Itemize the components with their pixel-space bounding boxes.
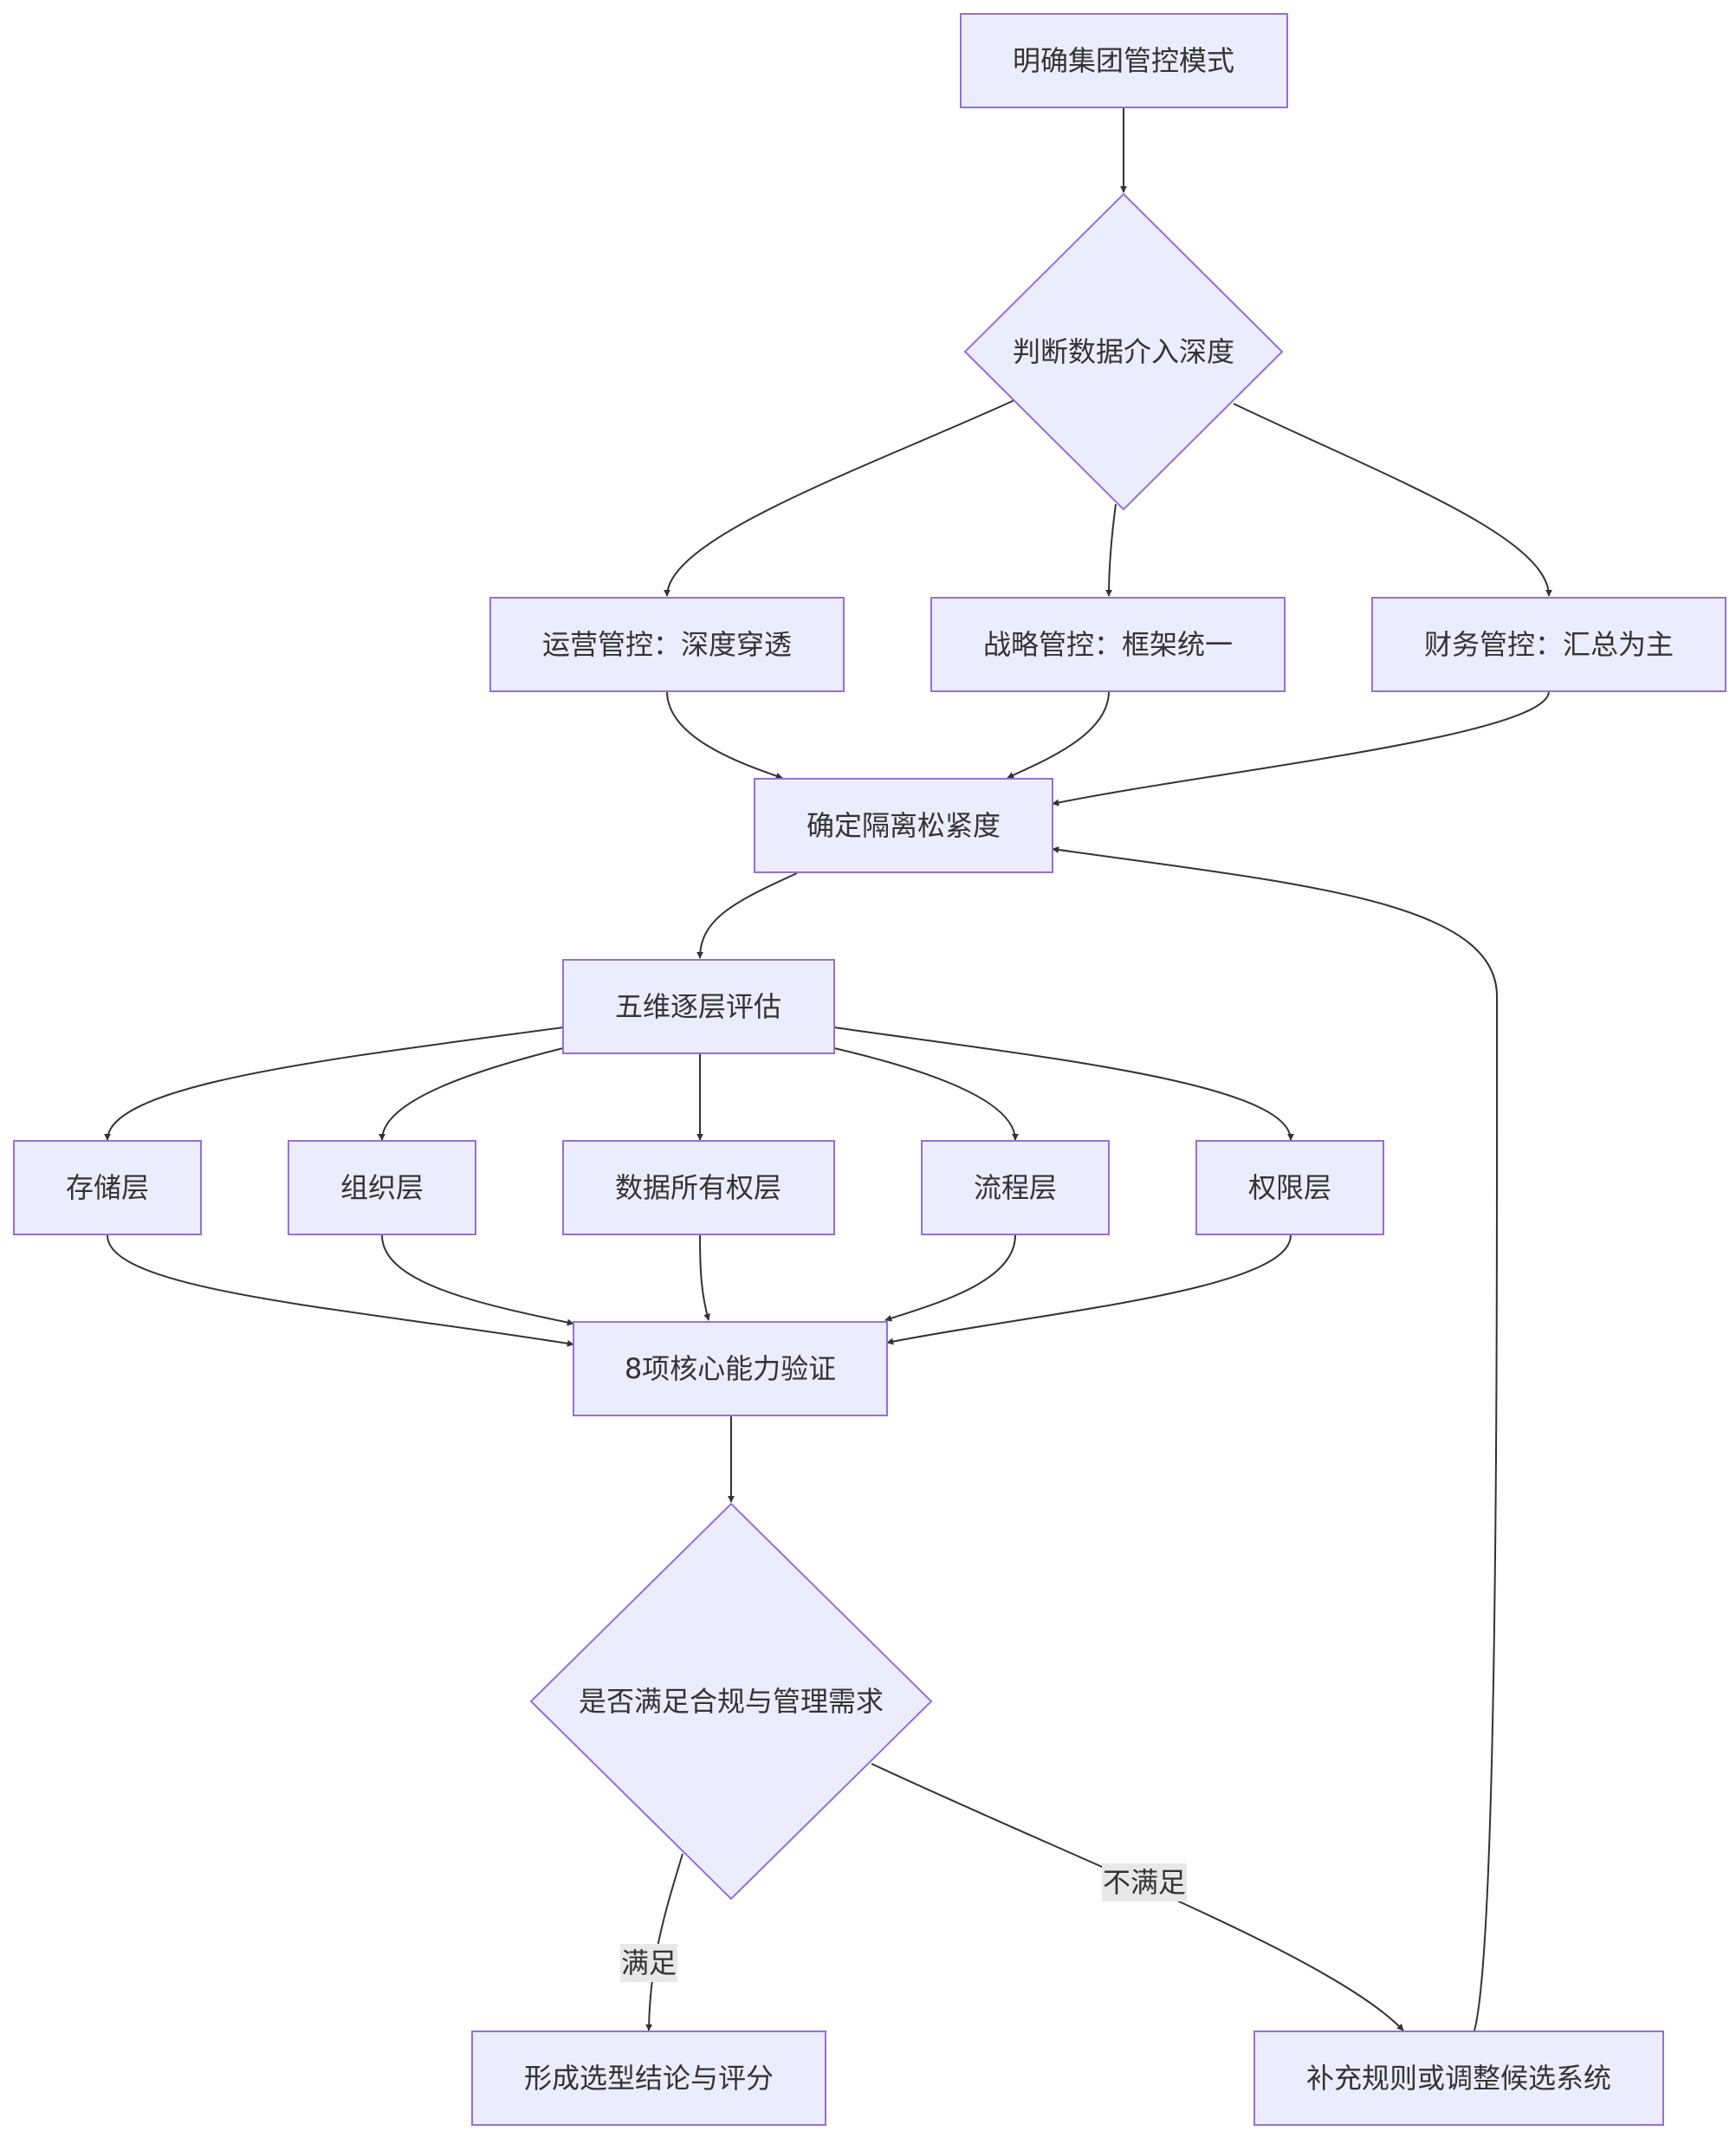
node-isolation-level: 确定隔离松紧度 [754,778,1053,873]
edge-n7-n12 [833,1027,1294,1141]
node-permission-layer: 权限层 [1195,1140,1384,1235]
edge-n8-n13 [107,1234,574,1347]
decision-data-depth: 判断数据介入深度 [963,192,1284,511]
node-strategic-control-label: 战略管控：框架统一 [983,628,1233,661]
node-define-control-mode: 明确集团管控模式 [960,13,1288,108]
node-storage-layer-label: 存储层 [66,1171,149,1204]
edge-label-yes: 满足 [620,1944,677,1982]
decision-data-depth-label: 判断数据介入深度 [1013,335,1234,368]
edge-n2-n5 [1233,403,1552,597]
edge-n4-n6 [1007,690,1110,779]
node-five-dimension-eval-label: 五维逐层评估 [615,990,781,1023]
edge-label-no-text: 不满足 [1103,1866,1186,1899]
node-core-capability-check-label: 8项核心能力验证 [625,1352,836,1385]
edge-n6-n7 [696,872,798,959]
node-process-layer: 流程层 [921,1140,1110,1235]
node-core-capability-check: 8项核心能力验证 [573,1321,888,1416]
edge-n11-n13 [884,1234,1016,1322]
node-selection-conclusion-label: 形成选型结论与评分 [524,2062,774,2095]
edge-n2-n4 [1105,503,1117,597]
edge-n14-n16 [871,1763,1404,2031]
node-storage-layer: 存储层 [13,1140,202,1235]
node-data-ownership-layer: 数据所有权层 [562,1140,835,1235]
decision-compliance-label: 是否满足合规与管理需求 [579,1685,884,1718]
edges [104,107,1552,2031]
edge-n16-n6 [1052,846,1499,2031]
node-adjust-candidates-label: 补充规则或调整候选系统 [1306,2062,1611,2095]
node-strategic-control: 战略管控：框架统一 [930,597,1286,692]
edge-n14-n15 [645,1853,683,2031]
edge-n7-n8 [104,1027,564,1141]
node-permission-layer-label: 权限层 [1248,1171,1331,1204]
edge-n5-n6 [1052,690,1550,806]
node-financial-control: 财务管控：汇总为主 [1371,597,1726,692]
edge-n12-n13 [886,1234,1292,1345]
node-define-control-mode-label: 明确集团管控模式 [1013,44,1234,77]
edge-n10-n13 [699,1234,710,1321]
edge-n9-n13 [381,1234,574,1326]
node-organization-layer: 组织层 [288,1140,476,1235]
edge-label-yes-text: 满足 [621,1946,677,1979]
node-organization-layer-label: 组织层 [340,1171,424,1204]
node-process-layer-label: 流程层 [974,1171,1057,1204]
decision-compliance: 是否满足合规与管理需求 [529,1502,933,1901]
node-five-dimension-eval: 五维逐层评估 [562,959,835,1054]
node-operational-control: 运营管控：深度穿透 [489,597,845,692]
edge-n2-n3 [664,399,1015,597]
node-adjust-candidates: 补充规则或调整候选系统 [1253,2031,1664,2126]
node-data-ownership-layer-label: 数据所有权层 [615,1171,781,1204]
edge-label-no: 不满足 [1102,1863,1187,1901]
node-selection-conclusion: 形成选型结论与评分 [471,2031,826,2126]
edge-n7-n11 [833,1047,1019,1141]
edge-n7-n9 [379,1047,564,1141]
node-isolation-level-label: 确定隔离松紧度 [806,809,1001,842]
node-operational-control-label: 运营管控：深度穿透 [542,628,792,661]
edge-n3-n6 [666,690,783,780]
node-financial-control-label: 财务管控：汇总为主 [1424,628,1674,661]
